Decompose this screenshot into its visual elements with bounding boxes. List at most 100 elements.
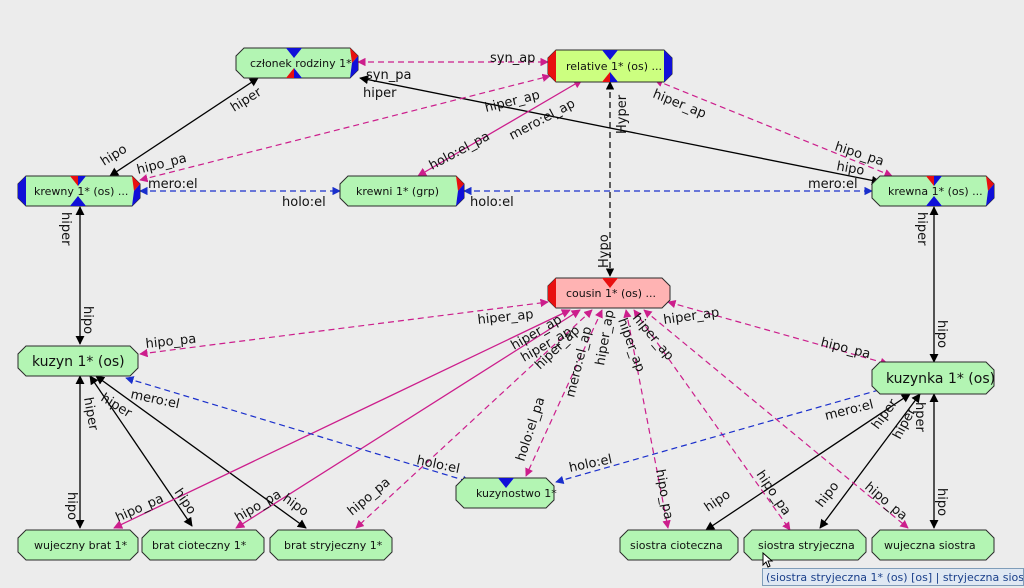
marker-top-blue [78,176,86,186]
label-hipo-pa-siostra-ciot: hipo_pa [652,468,676,521]
label-hiper-kuzyn-2: hiper [80,396,101,432]
label-holo-el-left: holo:el [282,195,326,210]
label-hyper: Hyper [615,94,630,134]
node-label: brat stryjeczny 1* [284,539,383,552]
marker-right-blue [664,50,672,82]
label-hipo-siostra-stryj: hipo [813,479,842,510]
node-siostra-stryjeczna[interactable]: siostra stryjeczna [743,529,867,561]
label-holo-el-kuzyn: holo:el [415,453,461,477]
node-tooltip: (siostra stryjeczna 1* (os) [os] | stryj… [762,568,1024,586]
mouse-cursor-icon [762,552,774,568]
edge-krewni-relative [417,79,583,177]
node-label: kuzynostwo 1* [476,487,557,500]
node-kuzynostwo[interactable]: kuzynostwo 1* [455,477,557,509]
marker-bottom-blue [610,72,618,82]
edge-kuzyn-cousin [139,298,549,358]
label-mero-el-kuzynka: mero:el [823,397,875,424]
label-hipo-pa-wujeczna: hipo_pa [861,480,910,524]
label-syn-pa: syn_pa [366,68,411,83]
edges [75,57,939,531]
label-hiper-ap-4: hiper_ap [593,309,618,367]
label-hipo-siostra-ciot: hipo [702,487,734,515]
label-mero-el-kuzyn: mero:el [129,387,181,412]
marker-right-blue [350,56,358,78]
marker-top-red [602,278,618,288]
marker-bottom-blue [926,196,942,206]
node-brat-stryjeczny[interactable]: brat stryjeczny 1* [269,529,393,561]
marker-top-red [926,176,934,186]
marker-right-red [350,48,358,63]
node-kuzynka[interactable]: kuzynka 1* (os) [871,361,995,395]
node-czlonek-rodziny[interactable]: członek rodziny 1* [235,47,359,79]
marker-top-red [70,176,78,186]
marker-top-blue [498,478,514,488]
node-wujeczny-brat[interactable]: wujeczny brat 1* [17,529,139,561]
node-label: członek rodziny 1* [250,57,352,70]
node-brat-cioteczny[interactable]: brat cioteczny 1* [141,529,265,561]
label-hipo-pa-kuzyn: hipo_pa [145,332,197,352]
marker-bottom-blue [70,196,86,206]
label-syn-ap: syn_ap [490,51,535,66]
marker-bottom-red [286,68,294,78]
label-holo-el-pa-kuzynostwo: holo:el_pa [514,395,549,463]
marker-right-red [456,176,464,191]
label-hipo-wujeczna: hipo [934,488,949,516]
node-krewna[interactable]: krewna 1* (os) ... [871,175,995,207]
label-mero-el-left: mero:el [148,177,198,192]
label-hipo-stryjeczny: hipo [280,491,312,520]
marker-top-blue [934,176,942,186]
node-label: wujeczny brat 1* [34,539,128,552]
node-label: kuzynka 1* (os) [886,371,995,387]
label-hiper-ap-right: hiper_ap [651,87,709,122]
marker-right-blue [132,184,140,206]
marker-bottom-blue [294,68,302,78]
node-cousin[interactable]: cousin 1* (os) ... [547,277,671,309]
edge-kuzynostwo-kuzynka [555,386,887,484]
nodes: członek rodziny 1* relative 1* (os) ... … [17,47,995,561]
label-hiper-kr-right: hiper [914,212,929,246]
label-hipo-wujeczny: hipo [64,492,79,520]
marker-top-blue [286,48,302,58]
label-hiper-left-top: hiper [228,85,265,116]
node-label: relative 1* (os) ... [566,60,662,73]
node-kuzyn[interactable]: kuzyn 1* (os) [17,345,139,377]
label-holo-el-pa-top: holo:el_pa [427,129,493,173]
label-hper-kuzynka: hper [912,402,927,432]
node-label: wujeczna siostra [884,539,976,552]
marker-bottom-red [602,72,610,82]
label-hypo: Hypo [597,234,612,268]
label-hipo-pa-stryjeczny: hipo_pa [345,475,394,519]
label-mero-el-right: mero:el [808,177,858,192]
label-hipo-pa-wujeczny: hipo_pa [114,491,166,525]
label-hiper-kr-left: hiper [58,212,73,246]
label-hipo-pa-kuzynka: hipo_pa [819,335,872,362]
label-hiper-ap-top: hiper_ap [483,88,541,116]
node-label: krewny 1* (os) ... [34,185,128,198]
marker-top-blue [602,50,618,60]
label-hipo-right-top: hipo [835,159,865,179]
node-krewny[interactable]: krewny 1* (os) ... [17,175,141,207]
marker-left-red [548,278,556,308]
marker-right-blue [986,184,994,206]
node-wujeczna-siostra[interactable]: wujeczna siostra [871,529,995,561]
node-label: brat cioteczny 1* [152,539,247,552]
marker-right-blue [456,184,464,206]
node-relative[interactable]: relative 1* (os) ... [547,49,673,83]
node-siostra-cioteczna[interactable]: siostra cioteczna [619,529,739,561]
node-krewni[interactable]: krewni 1* (grp) [339,175,465,207]
node-label: kuzyn 1* (os) [32,354,125,370]
marker-left-red [548,50,556,82]
label-hiper-kuzyn-1: hiper [98,391,135,422]
label-holo-el-right: holo:el [470,195,514,210]
label-hipo-kr-right: hipo [934,320,949,348]
node-label: krewni 1* (grp) [356,185,439,198]
node-label: siostra cioteczna [630,539,723,552]
label-hiper-ap-cousin-left: hiper_ap [477,307,534,328]
edge-relative-krewna [654,78,893,178]
node-label: krewna 1* (os) ... [888,185,983,198]
marker-right-red [986,176,994,191]
node-label: siostra stryjeczna [758,539,855,552]
label-hiper-ap-cousin-right: hiper_ap [662,305,720,328]
marker-right-red [132,176,140,191]
